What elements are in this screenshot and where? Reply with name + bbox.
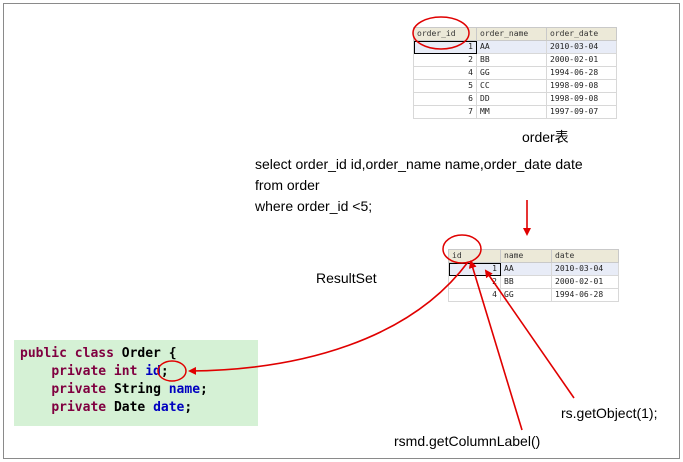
table-cell: BB <box>500 275 552 289</box>
table-row: 6 DD 1998-09-08 <box>413 92 617 106</box>
table-cell: AA <box>476 40 547 54</box>
code-line-id: private int id; <box>20 363 258 381</box>
table-cell: 1997-09-07 <box>546 105 617 119</box>
sql-line-from: from order <box>255 177 320 193</box>
code-keyword: public class <box>20 346 122 361</box>
get-object-arrow <box>484 269 575 399</box>
order-table-header: order_id order_name order_date <box>413 27 617 41</box>
code-semicolon: ; <box>200 382 208 397</box>
code-field-date: date <box>153 400 185 415</box>
table-row: 4 GG 1994-06-28 <box>413 66 617 80</box>
table-cell: 7 <box>413 105 477 119</box>
resultset-table: id name date 1 AA 2010-03-04 2 BB 2000-0… <box>448 249 619 302</box>
table-row: 7 MM 1997-09-07 <box>413 105 617 119</box>
order-table: order_id order_name order_date 1 AA 2010… <box>413 27 617 119</box>
code-semicolon: ; <box>184 400 193 415</box>
result-col-name: name <box>500 249 552 263</box>
get-object-label: rs.getObject(1); <box>561 405 658 421</box>
code-line-name: private String name; <box>20 381 258 399</box>
order-col-order-date: order_date <box>546 27 617 41</box>
java-code-block: public class Order { private int id; pri… <box>14 340 258 426</box>
table-row: 4 GG 1994-06-28 <box>448 288 619 302</box>
sql-line-select: select order_id id,order_name name,order… <box>255 156 583 172</box>
result-col-date: date <box>551 249 619 263</box>
order-table-caption: order表 <box>522 129 569 145</box>
column-to-field-arrow <box>188 261 469 375</box>
code-type: String <box>113 382 169 397</box>
column-label-arrow <box>468 260 523 431</box>
table-row: 1 AA 2010-03-04 <box>448 262 619 276</box>
result-col-id: id <box>448 249 501 263</box>
resultset-header: id name date <box>448 249 619 263</box>
code-line-date: private Date date; <box>20 399 258 417</box>
table-cell: 1994-06-28 <box>551 288 619 302</box>
code-field-id: id <box>145 364 161 379</box>
id-field-highlight-ellipse <box>157 360 187 382</box>
table-cell: 2 <box>413 53 477 67</box>
code-line-class: public class Order { <box>20 345 258 363</box>
get-column-label-label: rsmd.getColumnLabel() <box>394 433 541 449</box>
table-cell: GG <box>500 288 552 302</box>
table-row: 2 BB 2000-02-01 <box>448 275 619 289</box>
resultset-label: ResultSet <box>316 270 377 286</box>
table-cell: 4 <box>448 288 501 302</box>
code-semicolon: ; <box>160 364 169 379</box>
order-col-order-id: order_id <box>413 27 477 41</box>
code-keyword: private <box>51 382 114 397</box>
code-class-name: Order { <box>121 346 177 361</box>
table-cell: 2010-03-04 <box>546 40 617 54</box>
table-cell: GG <box>476 66 547 80</box>
order-col-order-name: order_name <box>476 27 547 41</box>
code-field-name: name <box>168 382 201 397</box>
table-cell: BB <box>476 53 547 67</box>
table-cell: 2000-02-01 <box>551 275 619 289</box>
table-cell: 1994-06-28 <box>546 66 617 80</box>
code-type: Date <box>113 400 154 415</box>
order-id-highlight-ellipse <box>412 16 470 50</box>
code-keyword: private <box>51 400 114 415</box>
table-cell: MM <box>476 105 547 119</box>
sql-line-where: where order_id <5; <box>255 198 373 214</box>
id-column-highlight-ellipse <box>442 234 482 264</box>
code-keyword: private int <box>51 364 146 379</box>
table-cell: CC <box>476 79 547 93</box>
